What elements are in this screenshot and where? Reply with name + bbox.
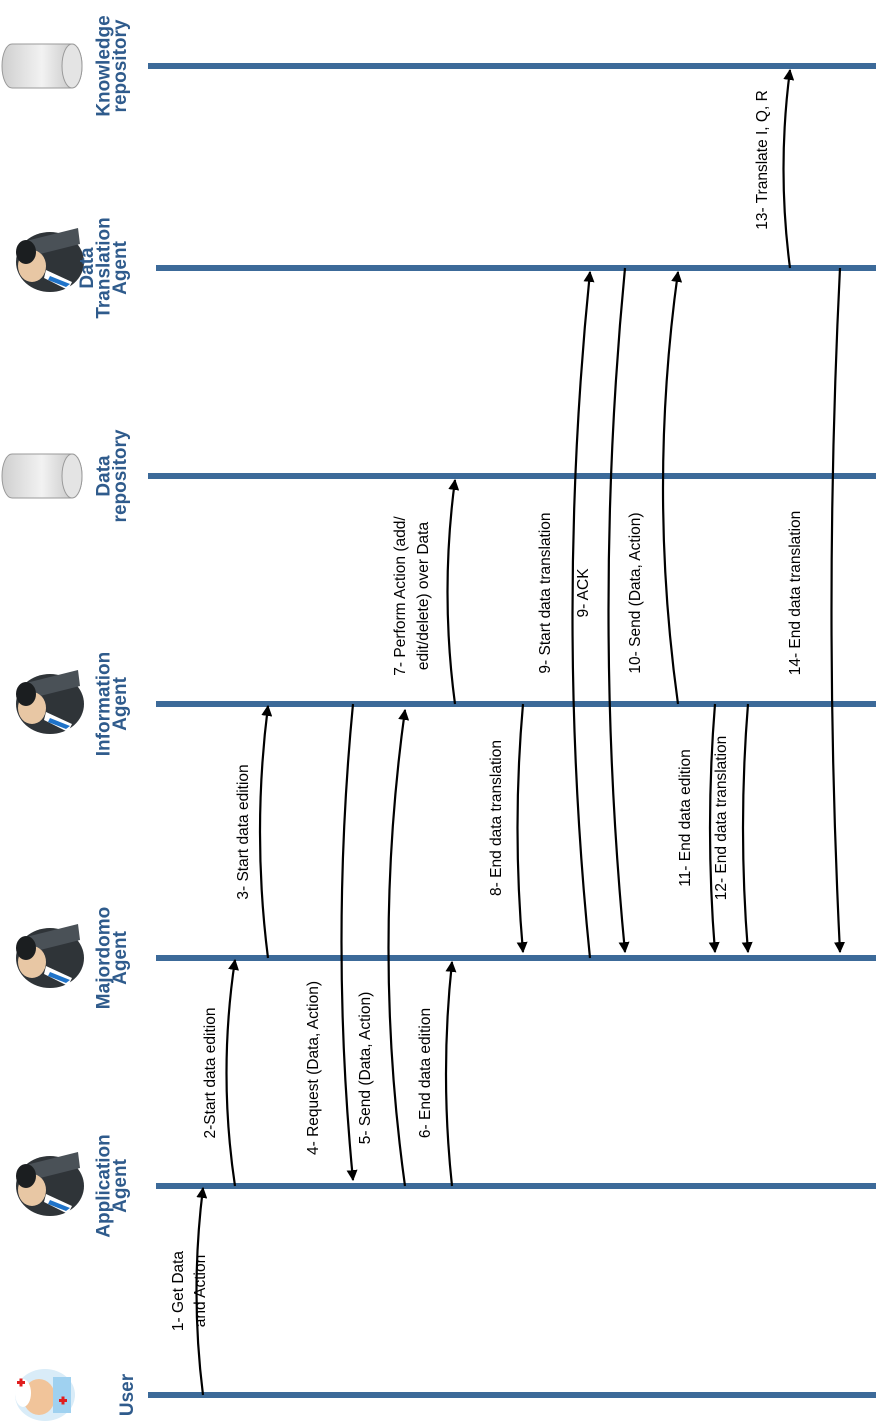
actor-label-knowledge-repository: Knowledge <box>94 15 115 116</box>
message-label-14: 13- Translate I, Q, R <box>754 90 771 230</box>
message-label-4: 4- Request (Data, Action) <box>305 981 322 1155</box>
agent-icon <box>16 228 84 292</box>
message-label-1: 1- Get Data <box>170 1251 187 1331</box>
database-icon <box>1 43 83 89</box>
message-label-2: 2-Start data edition <box>202 1008 219 1139</box>
message-label-6: 6- End data edition <box>417 1008 434 1138</box>
actor-label-information: Agent <box>110 676 131 731</box>
nurse-icon <box>15 1369 75 1421</box>
message-arrow-11 <box>661 270 683 705</box>
message-label-8: 8- End data translation <box>488 740 505 896</box>
actor-label-knowledge-repository: repository <box>110 19 131 112</box>
actor-label-majordomo: Majordomo <box>94 907 115 1009</box>
message-arrow-8 <box>516 703 528 954</box>
actor-label-data-translation: Translation <box>94 217 115 318</box>
actor-label-data-repository: repository <box>110 429 131 522</box>
actor-label-application: Agent <box>110 1158 131 1213</box>
message-arrow-10 <box>607 267 630 954</box>
message-arrow-2 <box>225 958 239 1187</box>
message-label-7: edit/delete) over Data <box>415 522 432 671</box>
message-arrow-9 <box>571 270 595 959</box>
message-label-12: 11- End data edition <box>677 749 694 887</box>
actor-label-data-translation: Data <box>77 247 98 289</box>
message-arrow-15 <box>830 267 846 954</box>
message-label-10: 9- ACK <box>575 568 592 618</box>
message-arrow-12 <box>708 703 720 954</box>
message-arrow-4 <box>340 703 358 1182</box>
actor-label-data-repository: Data <box>94 455 115 497</box>
message-label-15: 14- End data translation <box>787 511 804 676</box>
message-label-7: 7- Perform Action (add/ <box>392 516 409 676</box>
message-label-11: 10- Send (Data, Action) <box>627 512 644 673</box>
actor-label-information: Information <box>94 652 115 757</box>
message-arrow-5 <box>387 708 410 1187</box>
message-arrow-14 <box>782 68 795 269</box>
actor-label-user: User <box>117 1373 138 1416</box>
actor-label-data-translation: Agent <box>110 240 131 295</box>
message-label-9: 9- Start data translation <box>537 512 554 673</box>
message-label-1: and Action <box>192 1255 209 1327</box>
database-icon <box>1 453 83 499</box>
actor-label-application: Application <box>94 1134 115 1237</box>
agent-icon <box>16 1152 84 1216</box>
message-arrow-1 <box>195 1186 208 1396</box>
message-arrow-3 <box>258 704 273 959</box>
actor-label-majordomo: Agent <box>110 930 131 985</box>
message-label-5: 5- Send (Data, Action) <box>357 992 374 1145</box>
message-label-3: 3- Start data edition <box>235 764 252 899</box>
agent-icon <box>16 924 84 988</box>
message-label-13: 12- End data translation <box>713 736 730 901</box>
message-arrow-6 <box>444 960 457 1187</box>
message-arrow-13 <box>741 703 753 954</box>
message-arrow-7 <box>446 478 460 705</box>
agent-icon <box>16 670 84 734</box>
